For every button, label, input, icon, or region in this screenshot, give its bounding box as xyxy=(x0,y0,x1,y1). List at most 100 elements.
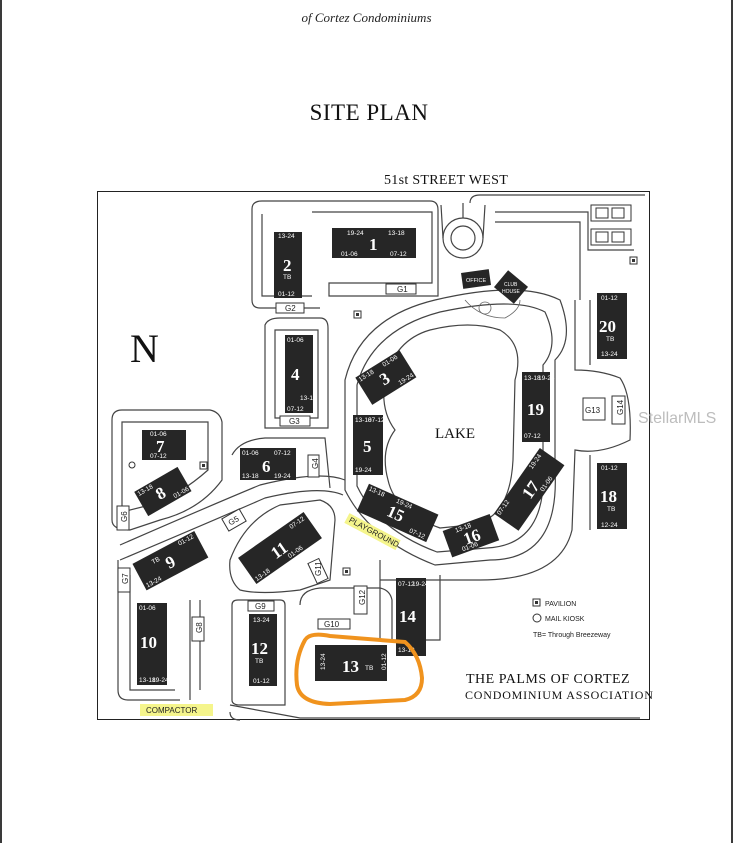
svg-text:G12: G12 xyxy=(358,589,367,605)
building-5[interactable]: 5 13-18 19-24 07-12 xyxy=(353,415,385,475)
svg-text:G9: G9 xyxy=(255,602,266,611)
garage-g2: G2 xyxy=(275,302,305,314)
svg-text:2: 2 xyxy=(283,256,292,275)
svg-text:13: 13 xyxy=(342,657,359,676)
svg-text:G2: G2 xyxy=(285,304,296,313)
svg-text:19-24: 19-24 xyxy=(538,375,555,382)
svg-text:01-06: 01-06 xyxy=(150,431,167,438)
pool-area xyxy=(464,299,521,319)
svg-text:G10: G10 xyxy=(324,620,340,629)
svg-text:07-12: 07-12 xyxy=(274,450,291,457)
svg-text:13-18: 13-18 xyxy=(355,417,372,424)
svg-text:01-12: 01-12 xyxy=(253,678,270,685)
garage-g8: G8 xyxy=(191,616,205,642)
lake-label: LAKE xyxy=(435,426,475,442)
page-edge-right xyxy=(731,0,733,843)
svg-text:13-18: 13-18 xyxy=(388,230,405,237)
svg-text:13-18: 13-18 xyxy=(398,647,415,654)
svg-text:1: 1 xyxy=(369,235,378,254)
svg-text:15: 15 xyxy=(384,502,407,526)
building-2[interactable]: 2 TB 13-24 01-12 xyxy=(274,232,302,298)
building-8[interactable]: 8 13-18 01-06 xyxy=(134,466,192,517)
svg-text:G1: G1 xyxy=(397,285,408,294)
svg-text:13-18: 13-18 xyxy=(300,395,317,402)
svg-text:13-24: 13-24 xyxy=(601,351,618,358)
svg-text:19-24: 19-24 xyxy=(152,677,169,684)
svg-text:MAIL KIOSK: MAIL KIOSK xyxy=(545,616,585,623)
building-17[interactable]: 17 07-12 01-06 19-24 xyxy=(493,448,565,531)
svg-text:COMPACTOR: COMPACTOR xyxy=(146,706,197,715)
svg-text:01-06: 01-06 xyxy=(242,450,259,457)
north-label: N xyxy=(130,326,159,371)
building-4[interactable]: 4 01-06 07-12 13-18 xyxy=(285,335,317,413)
building-14[interactable]: 14 07-12 13-18 19-24 xyxy=(396,578,429,656)
compactor-label: COMPACTOR xyxy=(140,704,213,716)
svg-text:01-06: 01-06 xyxy=(139,605,156,612)
svg-text:19: 19 xyxy=(527,400,544,419)
building-16[interactable]: 16 13-18 01-06 xyxy=(442,513,500,558)
building-12[interactable]: 12 TB 13-24 01-12 xyxy=(249,614,277,686)
building-10[interactable]: 10 01-06 13-18 19-24 xyxy=(137,603,169,685)
svg-text:07-12: 07-12 xyxy=(150,453,167,460)
svg-text:18: 18 xyxy=(600,487,617,506)
building-20[interactable]: 20 TB 01-12 13-24 xyxy=(597,293,627,359)
svg-text:TB: TB xyxy=(365,665,373,672)
svg-text:19-24: 19-24 xyxy=(274,473,291,480)
garage-g9: G9 xyxy=(247,600,275,612)
garage-g1: G1 xyxy=(385,283,417,295)
svg-text:TB: TB xyxy=(255,658,263,665)
svg-text:TB: TB xyxy=(283,274,291,281)
svg-text:TB= Through Breezeway: TB= Through Breezeway xyxy=(533,632,611,639)
map-legend: PAVILION MAIL KIOSK TB= Through Breezewa… xyxy=(532,598,611,639)
svg-text:G7: G7 xyxy=(121,573,130,584)
garage-g12: G12 xyxy=(353,585,368,615)
svg-text:OFFICE: OFFICE xyxy=(466,278,486,284)
building-18[interactable]: 18 TB 01-12 12-24 xyxy=(597,463,627,529)
building-6[interactable]: 6 13-18 19-24 01-06 07-12 xyxy=(240,448,296,480)
svg-text:G13: G13 xyxy=(585,406,601,415)
svg-text:19-24: 19-24 xyxy=(355,467,372,474)
page-edge-left xyxy=(0,0,2,843)
svg-text:TB: TB xyxy=(606,336,614,343)
association-subtitle: CONDOMINIUM ASSOCIATION xyxy=(465,688,654,702)
garage-g7: G7 xyxy=(117,567,131,593)
svg-text:CLUB: CLUB xyxy=(504,282,518,288)
svg-text:01-12: 01-12 xyxy=(278,291,295,298)
svg-text:7: 7 xyxy=(156,437,165,456)
svg-text:12-24: 12-24 xyxy=(601,522,618,529)
building-15[interactable]: 15 13-18 19-24 07-12 xyxy=(356,483,439,543)
svg-text:TB: TB xyxy=(151,556,162,566)
svg-text:07-12: 07-12 xyxy=(368,417,385,424)
garage-g5: G5 xyxy=(221,508,247,532)
building-1[interactable]: 1 01-06 07-12 19-24 13-18 xyxy=(332,228,416,258)
building-9[interactable]: 9 TB 13-24 01-12 xyxy=(132,530,209,591)
svg-text:HOUSE: HOUSE xyxy=(502,289,520,295)
svg-text:G3: G3 xyxy=(289,417,300,426)
garage-g4: G4 xyxy=(307,454,320,478)
svg-text:01-12: 01-12 xyxy=(601,465,618,472)
svg-text:G8: G8 xyxy=(195,622,204,633)
map-frame xyxy=(97,191,650,720)
club-house: CLUB HOUSE xyxy=(493,270,529,304)
building-19[interactable]: 19 13-18 19-24 07-12 xyxy=(522,372,555,442)
garage-g3: G3 xyxy=(279,415,311,427)
tennis-courts xyxy=(590,204,632,246)
garage-g10: G10 xyxy=(317,618,351,630)
svg-text:07-12: 07-12 xyxy=(398,581,415,588)
building-11[interactable]: 11 13-18 01-06 07-12 xyxy=(238,511,322,585)
garage-g11: G11 xyxy=(307,557,329,585)
svg-text:13-18: 13-18 xyxy=(139,677,156,684)
building-3[interactable]: 3 13-18 19-24 01-06 xyxy=(355,350,417,405)
building-13[interactable]: 13 TB 13-24 01-12 xyxy=(315,645,388,681)
svg-text:07-12: 07-12 xyxy=(390,251,407,258)
building-7[interactable]: 7 01-06 07-12 xyxy=(142,430,186,460)
svg-text:01-06: 01-06 xyxy=(287,337,304,344)
svg-text:13-24: 13-24 xyxy=(253,617,270,624)
watermark: StellarMLS xyxy=(638,410,717,427)
page-title: SITE PLAN xyxy=(309,100,429,125)
svg-text:07-12: 07-12 xyxy=(287,406,304,413)
svg-text:G6: G6 xyxy=(120,511,129,522)
svg-text:01-12: 01-12 xyxy=(601,295,618,302)
svg-text:5: 5 xyxy=(363,437,372,456)
association-name: THE PALMS OF CORTEZ xyxy=(466,672,630,687)
